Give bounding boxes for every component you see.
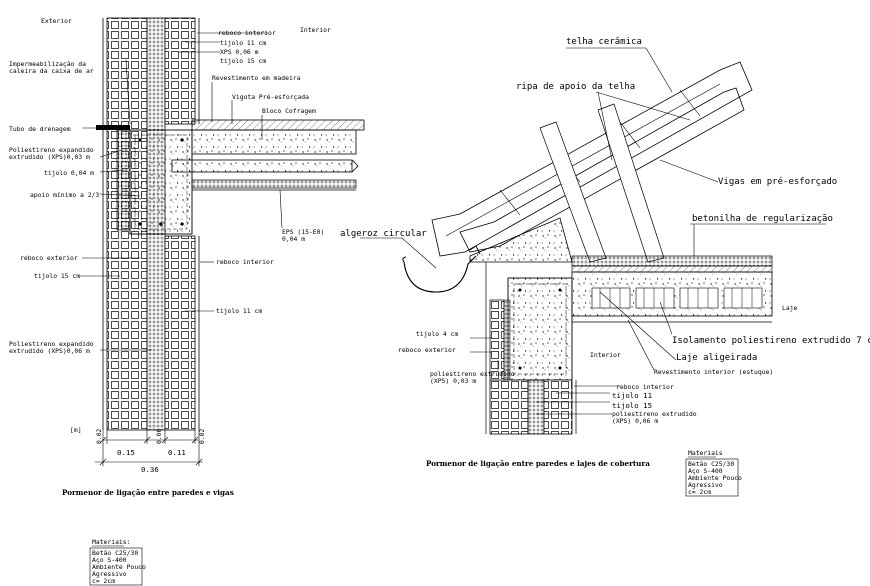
materials-right-line-2: Aço S-400 bbox=[688, 467, 723, 475]
materials-left-line-4: Agressivo bbox=[92, 570, 127, 578]
label-bloco-cofragem: Bloco Cofragem bbox=[262, 107, 316, 115]
concrete-beam bbox=[129, 129, 193, 235]
inner-brick-leaf-right bbox=[543, 379, 573, 435]
label-isolamento: Isolamento poliestireno extrudido 7 cm bbox=[672, 336, 870, 346]
label-laje: Laje bbox=[782, 304, 798, 312]
label-revestimento-madeira: Revestimento em madeira bbox=[212, 74, 301, 82]
dim-011: 0.11 bbox=[168, 448, 186, 457]
label-poliestireno-1: Poliestireno expandido extrudido (XPS)0,… bbox=[9, 146, 98, 161]
caption-right: Pormenor de ligação entre paredes e laje… bbox=[426, 459, 650, 468]
label-poliestireno-2-right: poliestireno extrudido (XPS) 0,06 m bbox=[612, 410, 701, 425]
materials-right-line-5: c= 2cm bbox=[688, 488, 711, 496]
right-roof-slab-detail: telha cerâmica ripa de apoio da telha Vi… bbox=[340, 37, 870, 468]
dim-002-right: 0.02 bbox=[198, 428, 206, 444]
slab-concrete bbox=[191, 129, 357, 155]
label-reboco-interior-top: reboco interior bbox=[218, 29, 276, 37]
drain-pipe bbox=[96, 125, 130, 130]
label-telha: telha cerâmica bbox=[566, 37, 642, 47]
left-wall-beam-detail: Exterior Interior reboco interior tijolo… bbox=[9, 17, 365, 497]
label-betonilha: betonilha de regularização bbox=[692, 214, 833, 224]
inner-brick-leaf-lower bbox=[164, 235, 196, 431]
label-ripa: ripa de apoio da telha bbox=[516, 82, 635, 92]
materials-table-left: Materiais: Betão C25/30 Aço S-400 Ambien… bbox=[89, 538, 146, 586]
label-apoio: apoio mínimo a 2/3 bbox=[30, 191, 99, 199]
materials-table-right: Materiais Betão C25/30 Aço S-400 Ambient… bbox=[685, 449, 742, 497]
materials-right-title: Materiais bbox=[688, 449, 723, 457]
label-tijolo-4: tijolo 4 cm bbox=[416, 330, 458, 338]
materials-left-line-1: Betão C25/30 bbox=[92, 549, 138, 557]
label-impermeabilizacao: Impermeabilização da caleira da caixa de… bbox=[9, 60, 94, 75]
label-algeroz: algeroz circular bbox=[340, 229, 427, 239]
label-tijolo-004: tijolo 0,04 m bbox=[44, 169, 94, 177]
materials-right-line-1: Betão C25/30 bbox=[688, 460, 734, 468]
label-exterior: Exterior bbox=[41, 17, 72, 25]
inner-brick-leaf-upper bbox=[164, 17, 196, 125]
slab-joist bbox=[171, 159, 353, 173]
label-vigas: Vigas em pré-esforçado bbox=[718, 176, 837, 187]
dim-015: 0.15 bbox=[117, 448, 135, 457]
label-poliestireno-2: Poliestireno expandido extrudido (XPS)0,… bbox=[9, 340, 98, 355]
label-reboco-interior-right: reboco interior bbox=[616, 383, 674, 391]
slab-blocks bbox=[591, 287, 763, 309]
label-units: [m] bbox=[70, 426, 82, 434]
materials-left-line-5: c= 2cm bbox=[92, 577, 115, 585]
dimension-lines bbox=[95, 430, 203, 466]
label-xps-top: XPS 0,06 m bbox=[220, 48, 259, 56]
ring-beam bbox=[507, 277, 573, 381]
screed-layer bbox=[571, 255, 773, 267]
materials-left-title: Materiais: bbox=[92, 538, 130, 546]
materials-right-line-4: Agressivo bbox=[688, 481, 723, 489]
label-reboco-interior: reboco interior bbox=[216, 258, 274, 266]
materials-left-line-2: Aço S-400 bbox=[92, 556, 127, 564]
label-vigota: Vigota Pré-esforçada bbox=[232, 93, 309, 101]
label-tijolo-15-right: tijolo 15 bbox=[612, 401, 652, 410]
label-tijolo-15: tijolo 15 cm bbox=[34, 272, 80, 280]
label-tijolo-11-right: tijolo 11 bbox=[612, 391, 652, 400]
label-poliestireno-right: poliestireno extrudido (XPS) 0,03 m bbox=[430, 370, 519, 385]
materials-right-line-3: Ambiente Pouco bbox=[688, 474, 742, 482]
eps-underside bbox=[191, 179, 357, 189]
circular-gutter bbox=[403, 255, 477, 293]
label-interior-right: Interior bbox=[590, 351, 621, 359]
slab-finish bbox=[191, 119, 365, 131]
label-revestimento-interior: Revestimento interior (estuque) bbox=[654, 368, 773, 376]
label-tijolo-11-top: tijolo 11 cm bbox=[220, 39, 266, 47]
label-tijolo-15-top: tijolo 15 cm bbox=[220, 57, 266, 65]
outer-brick-leaf-right bbox=[489, 379, 529, 435]
label-eps: EPS (15-E0) 0,04 m bbox=[282, 228, 328, 243]
materials-left-line-3: Ambiente Pouco bbox=[92, 563, 146, 571]
insulation-core-right bbox=[527, 379, 545, 435]
caption-left: Pormenor de ligação entre paredes e viga… bbox=[62, 488, 234, 497]
label-interior: Interior bbox=[300, 26, 331, 34]
dim-036: 0.36 bbox=[141, 465, 159, 474]
dim-006: 0.06 bbox=[155, 428, 163, 444]
label-tubo-drenagem: Tubo de drenagem bbox=[9, 125, 71, 133]
label-reboco-exterior-right: reboco exterior bbox=[398, 346, 456, 354]
label-laje-aligeirada: Laje aligeirada bbox=[676, 353, 757, 363]
label-reboco-exterior: reboco exterior bbox=[20, 254, 78, 262]
label-tijolo-11: tijolo 11 cm bbox=[216, 307, 262, 315]
dim-002-left: 0.02 bbox=[95, 428, 103, 444]
